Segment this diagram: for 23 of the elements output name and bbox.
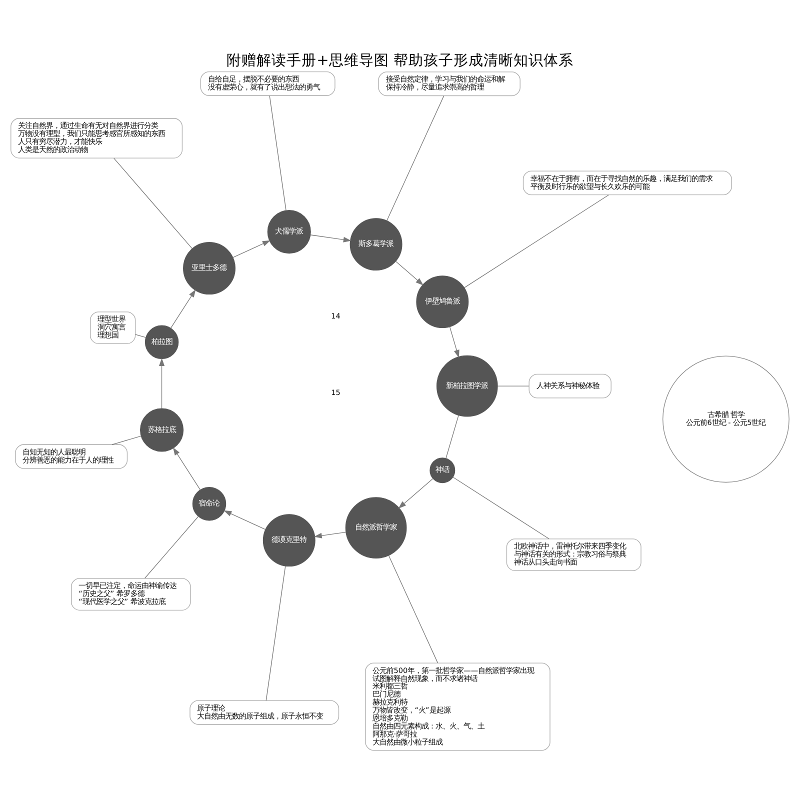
connector [497, 385, 530, 386]
arrow [224, 510, 266, 530]
arrow [395, 260, 424, 285]
arrow [159, 358, 165, 408]
arrow [232, 240, 270, 258]
arrow [449, 326, 460, 358]
diagram-title: 附赠解读手册+思维导图 帮助孩子形成清晰知识体系 [226, 52, 574, 68]
connector [266, 565, 286, 700]
connector [112, 435, 142, 444]
arrow [172, 446, 201, 490]
connector [452, 476, 550, 539]
arrow [310, 234, 352, 242]
connector [269, 94, 286, 210]
connector [386, 94, 444, 220]
connector [114, 157, 192, 248]
connector [144, 516, 199, 578]
arrow [398, 478, 434, 508]
connector [446, 414, 459, 458]
arrow [170, 288, 196, 328]
connector [464, 194, 610, 288]
arrow [314, 531, 346, 538]
connector [388, 554, 438, 663]
connector [135, 334, 146, 338]
